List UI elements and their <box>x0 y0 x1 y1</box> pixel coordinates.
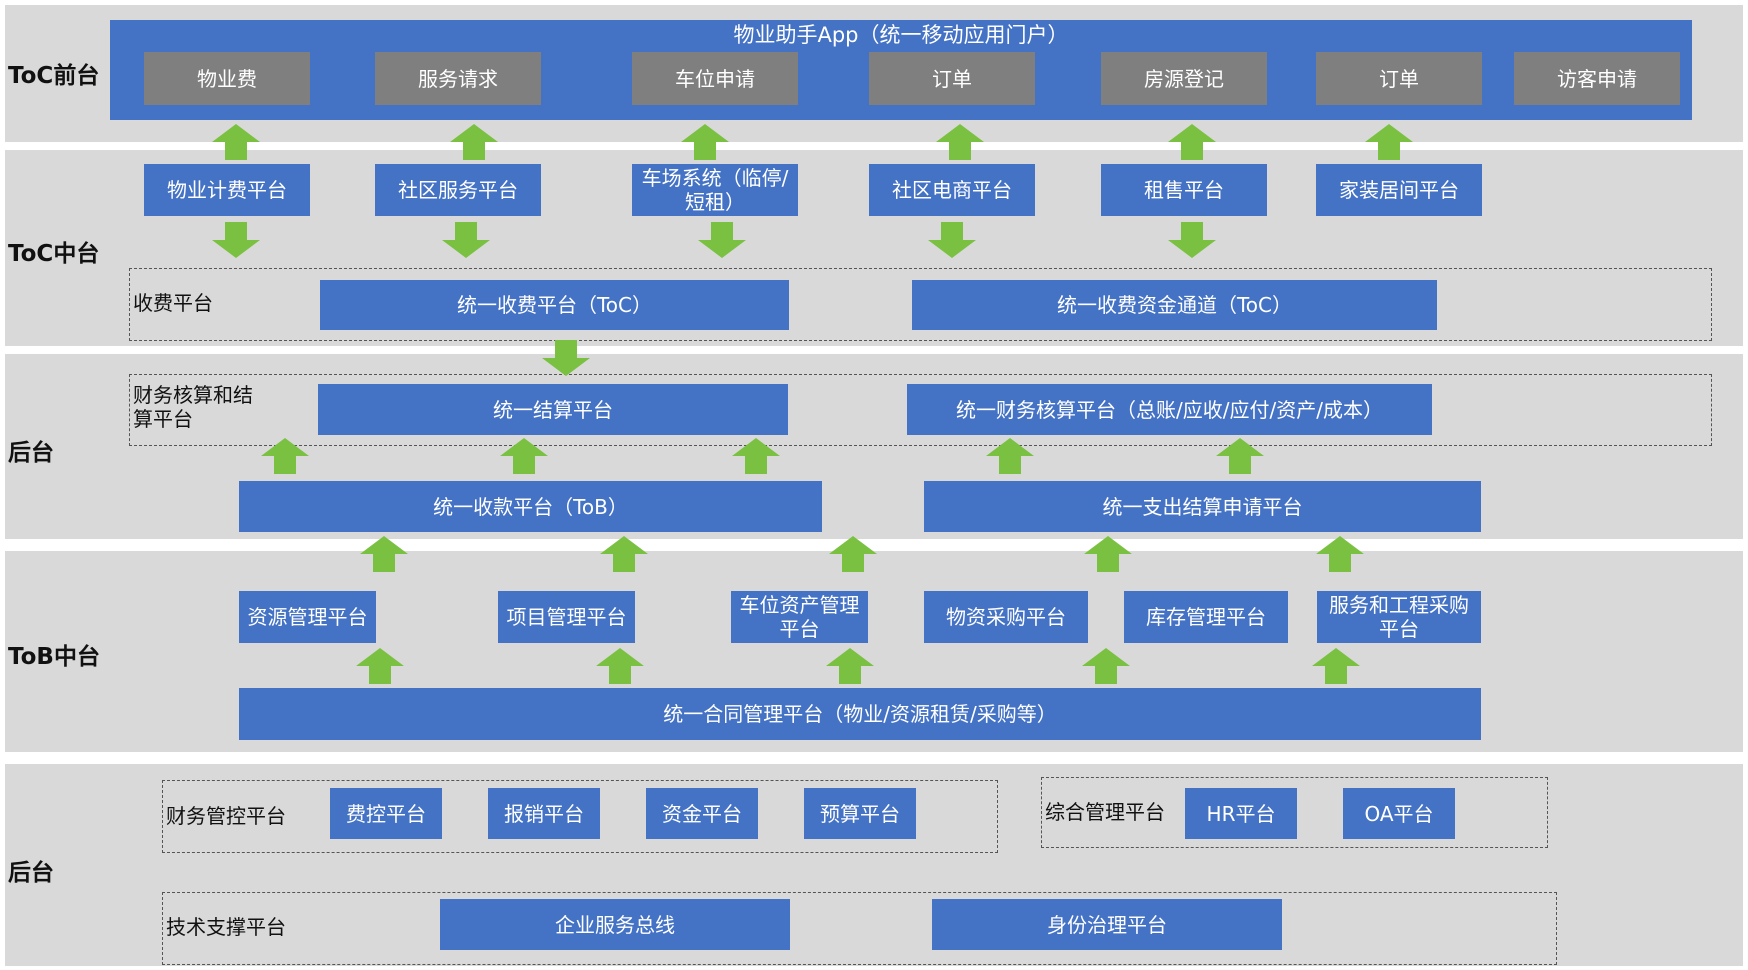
tob-platform-parking-asset-management: 车位资产管理平台 <box>731 591 868 643</box>
finance-control-reimbursement: 报销平台 <box>488 788 600 839</box>
tech-support-group <box>162 892 1557 965</box>
tob-platform-project-management: 项目管理平台 <box>498 591 635 643</box>
unified-settlement-platform: 统一结算平台 <box>318 384 788 435</box>
tob-platform-resource-management: 资源管理平台 <box>239 591 376 643</box>
finance-control-treasury: 资金平台 <box>646 788 758 839</box>
general-management-hr: HR平台 <box>1185 788 1297 839</box>
tech-support-group-label: 技术支撑平台 <box>166 915 286 939</box>
tech-support-identity-governance: 身份治理平台 <box>932 899 1282 950</box>
finance-control-budget: 预算平台 <box>804 788 916 839</box>
unified-finance-accounting-platform: 统一财务核算平台（总账/应收/应付/资产/成本） <box>907 384 1432 435</box>
unified-collection-platform: 统一收款平台（ToB） <box>239 481 822 532</box>
tech-support-enterprise-service-bus: 企业服务总线 <box>440 899 790 950</box>
general-management-oa: OA平台 <box>1343 788 1455 839</box>
general-management-group-label: 综合管理平台 <box>1045 800 1165 824</box>
app-item-property-fee: 物业费 <box>144 52 310 105</box>
tob-platform-inventory-management: 库存管理平台 <box>1124 591 1288 643</box>
app-item-order: 订单 <box>869 52 1035 105</box>
toc-platform-parking-system: 车场系统（临停/短租） <box>632 164 798 216</box>
toc-platform-property-billing: 物业计费平台 <box>144 164 310 216</box>
charging-group <box>129 268 1712 341</box>
general-management-group <box>1041 777 1548 848</box>
unified-expense-settlement-platform: 统一支出结算申请平台 <box>924 481 1481 532</box>
app-item-housing-registration: 房源登记 <box>1101 52 1267 105</box>
unified-charge-platform: 统一收费平台（ToC） <box>320 280 789 330</box>
tob-platform-service-engineering-procurement: 服务和工程采购平台 <box>1317 591 1481 643</box>
lane-label-back-2: 后台 <box>8 860 54 886</box>
app-item-service-request: 服务请求 <box>375 52 541 105</box>
app-item-visitor-request: 访客申请 <box>1514 52 1680 105</box>
app-item-parking-request: 车位申请 <box>632 52 798 105</box>
toc-platform-community-service: 社区服务平台 <box>375 164 541 216</box>
tob-platform-material-procurement: 物资采购平台 <box>924 591 1088 643</box>
lane-label-tob-middle: ToB中台 <box>8 644 100 670</box>
lane-label-toc-front: ToC前台 <box>8 63 100 89</box>
lane-label-toc-middle: ToC中台 <box>8 241 100 267</box>
settlement-group <box>129 374 1712 446</box>
finance-control-group-label: 财务管控平台 <box>166 804 286 828</box>
charging-group-label: 收费平台 <box>133 291 213 315</box>
app-item-order-2: 订单 <box>1316 52 1482 105</box>
finance-control-group <box>162 780 998 853</box>
lane-label-back: 后台 <box>8 440 54 466</box>
unified-contract-management-platform: 统一合同管理平台（物业/资源租赁/采购等） <box>239 688 1481 740</box>
toc-platform-community-ecommerce: 社区电商平台 <box>869 164 1035 216</box>
finance-control-expense-control: 费控平台 <box>330 788 442 839</box>
settlement-group-label: 财务核算和结算平台 <box>133 383 253 431</box>
settlement-group-label-text: 财务核算和结算平台 <box>133 383 253 431</box>
toc-platform-home-decoration: 家装居间平台 <box>1316 164 1482 216</box>
toc-platform-leasing-sales: 租售平台 <box>1101 164 1267 216</box>
app-portal-title: 物业助手App（统一移动应用门户） <box>733 23 1069 47</box>
unified-charge-fund-channel: 统一收费资金通道（ToC） <box>912 280 1437 330</box>
